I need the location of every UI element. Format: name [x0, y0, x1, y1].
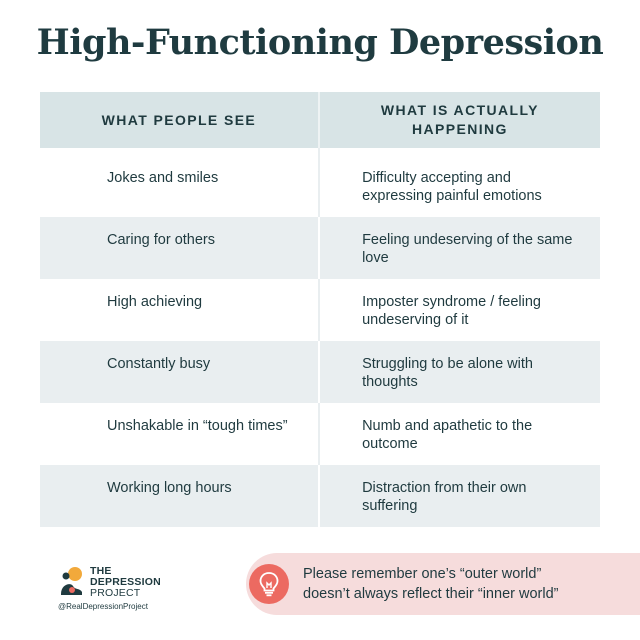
logo-line-2: DEPRESSION	[90, 576, 161, 588]
table-row: Jokes and smiles Difficulty accepting an…	[40, 148, 600, 217]
row-see-cell: Jokes and smiles	[107, 170, 219, 186]
table-row: Caring for others Feeling undeserving of…	[40, 217, 600, 279]
column-divider	[318, 148, 321, 217]
column-divider	[317, 92, 320, 148]
reminder-banner: Please remember one’s “outer world” does…	[246, 553, 640, 615]
row-actual-cell: Numb and apathetic to the outcome	[362, 418, 533, 452]
page-title: High-Functioning Depression	[36, 22, 604, 63]
row-actual-cell: Difficulty accepting and expressing pain…	[362, 170, 542, 204]
table-row: Working long hours Distraction from thei…	[40, 465, 600, 527]
header-what-is-happening: WHAT IS ACTUALLY HAPPENING	[380, 102, 539, 137]
table-row: Constantly busy Struggling to be alone w…	[40, 341, 600, 403]
row-actual-cell: Distraction from their own suffering	[362, 480, 527, 514]
row-see-cell: Working long hours	[107, 480, 232, 496]
row-see-cell: Caring for others	[107, 232, 215, 248]
comparison-table: WHAT PEOPLE SEE WHAT IS ACTUALLY HAPPENI…	[40, 92, 600, 527]
row-see-cell: High achieving	[107, 294, 203, 310]
logo-line-1: THE	[90, 565, 112, 577]
logo-line-3: PROJECT	[90, 587, 141, 599]
row-see-cell: Unshakable in “tough times”	[107, 418, 288, 434]
column-divider	[318, 465, 321, 527]
row-actual-cell: Imposter syndrome / feeling undeserving …	[362, 294, 541, 328]
table-header: WHAT PEOPLE SEE WHAT IS ACTUALLY HAPPENI…	[40, 92, 600, 148]
depression-project-logo: THE DEPRESSION PROJECT @RealDepressionPr…	[56, 562, 196, 622]
reminder-line-1: Please remember one’s “outer world”	[303, 566, 542, 582]
social-handle: @RealDepressionProject	[58, 602, 148, 611]
reminder-line-2: doesn’t always reflect their “inner worl…	[303, 586, 559, 602]
header-what-people-see: WHAT PEOPLE SEE	[101, 111, 257, 128]
reminder-text: Please remember one’s “outer world” does…	[303, 564, 558, 604]
logo-text: THE DEPRESSION PROJECT	[90, 566, 161, 599]
row-see-cell: Constantly busy	[107, 356, 211, 372]
column-divider	[318, 403, 321, 465]
column-divider	[318, 279, 321, 341]
row-actual-cell: Struggling to be alone with thoughts	[362, 356, 533, 390]
table-row: Unshakable in “tough times” Numb and apa…	[40, 403, 600, 465]
table-row: High achieving Imposter syndrome / feeli…	[40, 279, 600, 341]
row-actual-cell: Feeling undeserving of the same love	[362, 232, 573, 266]
column-divider	[318, 341, 321, 403]
column-divider	[318, 217, 321, 279]
logo-mark-icon	[61, 567, 82, 595]
lightbulb-icon	[249, 564, 289, 604]
